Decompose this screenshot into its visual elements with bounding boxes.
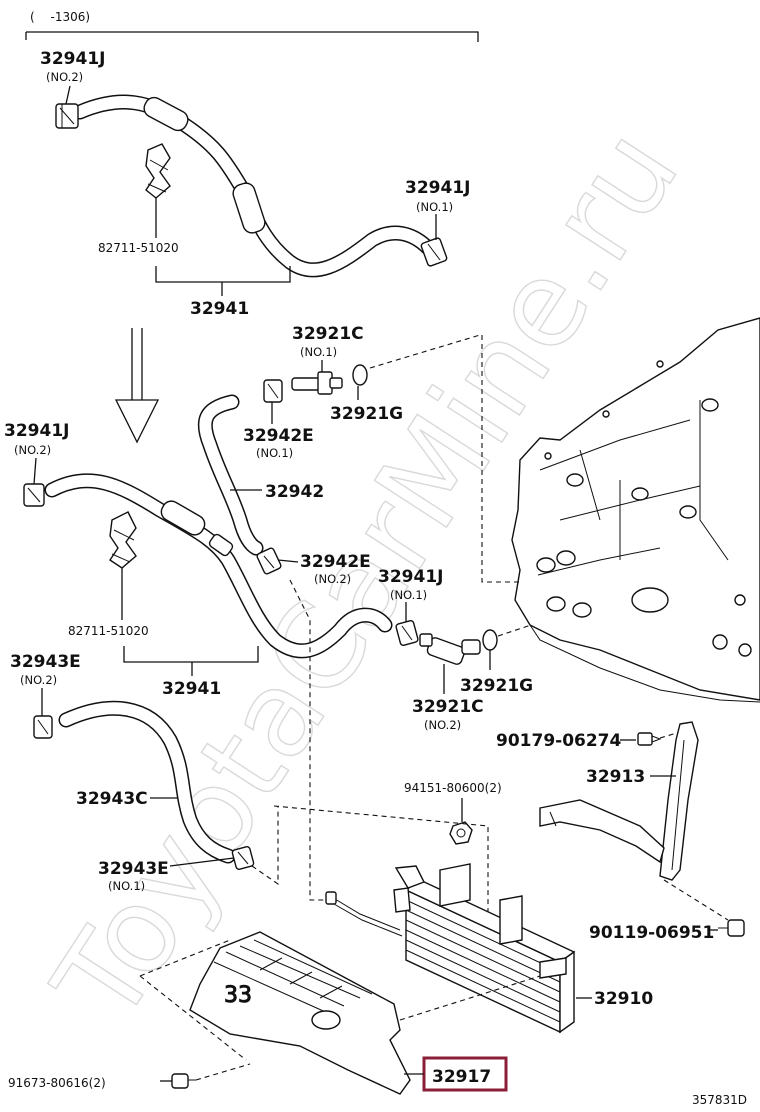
callout-32943E-no1[interactable]: 32943E: [98, 859, 169, 879]
hose-32941-mid: [44, 473, 393, 659]
drawing-code: 357831D: [692, 1093, 747, 1107]
callout-82711-mid[interactable]: 82711-51020: [68, 624, 149, 638]
oil-cooler-32910: [325, 863, 576, 1034]
connector-32921C-no1: [291, 371, 343, 395]
connector-32921C-no2: [419, 633, 481, 665]
bracket-32913: [539, 721, 699, 881]
callout-82711-top[interactable]: 82711-51020: [98, 241, 179, 255]
clamp-82711-top: [145, 143, 171, 199]
callout-32921G-mid[interactable]: 32921G: [460, 676, 533, 696]
clip-32943E-no2: [33, 715, 53, 739]
callout-32921C-top[interactable]: 32921C: [292, 324, 364, 344]
clip-32943E-no1: [231, 845, 255, 871]
cover-32917: 33: [189, 931, 411, 1095]
clip-32941J-no2-mid: [23, 483, 45, 507]
callout-32942E-no1[interactable]: 32942E: [243, 426, 314, 446]
clamp-82711-mid: [109, 511, 137, 569]
callout-32910[interactable]: 32910: [594, 989, 653, 1009]
callout-32942E-no2-sub: (NO.2): [314, 572, 351, 586]
callout-32941J-mid-sub: (NO.2): [14, 443, 51, 457]
callout-32941J-mid[interactable]: 32941J: [4, 421, 69, 441]
callout-32941-mid[interactable]: 32941: [162, 679, 221, 699]
bolt-90179: [637, 732, 662, 746]
clip-32941J-no1-mid: [395, 620, 419, 646]
callout-32941J-no1-top-sub: (NO.1): [416, 200, 453, 214]
hose-32941-top: [72, 94, 436, 278]
callout-32943E-no2[interactable]: 32943E: [10, 652, 81, 672]
callout-32943E-no1-sub: (NO.1): [108, 879, 145, 893]
clip-32942E-no1: [263, 379, 283, 403]
callout-91673[interactable]: 91673-80616(2): [8, 1076, 106, 1090]
callout-32941J-top-sub: (NO.2): [46, 70, 83, 84]
clip-32941J-no2-top: [55, 103, 79, 129]
gasket-32921G-mid: [482, 629, 498, 651]
direction-arrow: [114, 328, 160, 444]
callout-32917[interactable]: 32917: [432, 1067, 491, 1087]
callout-32941-top[interactable]: 32941: [190, 299, 249, 319]
svg-text:33: 33: [224, 983, 252, 1008]
callout-32921G-top[interactable]: 32921G: [330, 404, 403, 424]
hose-32942: [197, 394, 264, 556]
callout-90179[interactable]: 90179-06274: [496, 731, 622, 751]
callout-32942[interactable]: 32942: [265, 482, 324, 502]
callout-32921C-top-sub: (NO.1): [300, 345, 337, 359]
callout-32921C-no2-sub: (NO.2): [424, 718, 461, 732]
gasket-32921G-top: [352, 364, 368, 386]
callout-94151[interactable]: 94151-80600(2): [404, 781, 502, 795]
callout-32941J-no1-top[interactable]: 32941J: [405, 178, 470, 198]
bolt-91673: [171, 1073, 196, 1089]
bolt-90119: [718, 919, 745, 937]
clip-32941J-no1-top: [420, 237, 448, 267]
callout-32942E-no2[interactable]: 32942E: [300, 552, 371, 572]
callout-32921C-no2[interactable]: 32921C: [412, 697, 484, 717]
bolt-94151: [449, 821, 473, 845]
callout-32941J-top[interactable]: 32941J: [40, 49, 105, 69]
transmission-case: [511, 317, 760, 703]
range-note: ( -1306): [30, 10, 90, 24]
callout-32913[interactable]: 32913: [586, 767, 645, 787]
callout-32941J-no1-mid[interactable]: 32941J: [378, 567, 443, 587]
callout-32941J-no1-mid-sub: (NO.1): [390, 588, 427, 602]
hose-32943C: [58, 700, 236, 864]
callout-32942E-no1-sub: (NO.1): [256, 446, 293, 460]
callout-90119[interactable]: 90119-06951: [589, 923, 714, 943]
callout-32943E-no2-sub: (NO.2): [20, 673, 57, 687]
range-bracket: ( -1306): [25, 10, 479, 42]
clip-32942E-no2: [256, 547, 282, 575]
callout-32943C[interactable]: 32943C: [76, 789, 148, 809]
